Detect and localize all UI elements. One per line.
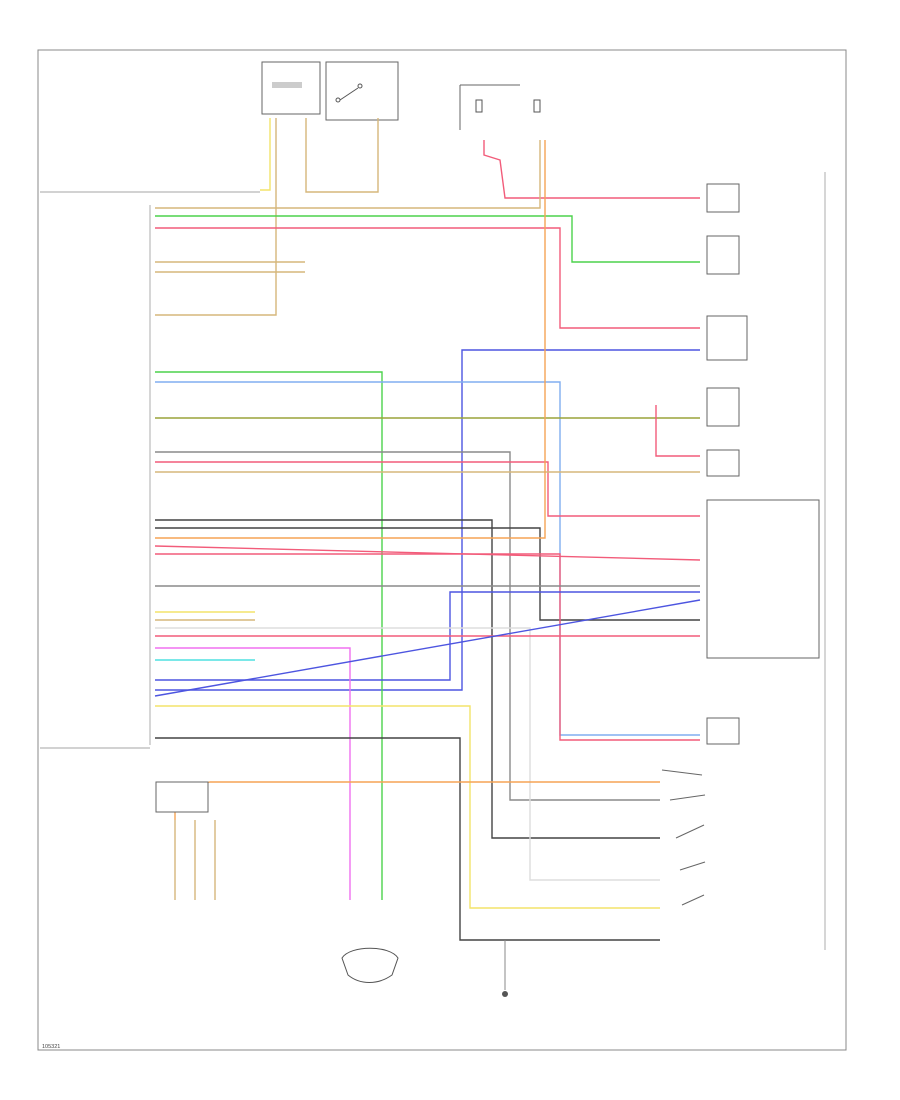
bottom-components bbox=[155, 781, 508, 997]
diagram-frame bbox=[37, 49, 847, 1051]
range-switch-contacts bbox=[661, 769, 706, 906]
wire-harness bbox=[154, 118, 701, 941]
footer-code: 105321 bbox=[42, 1044, 60, 1050]
right-components bbox=[706, 172, 826, 950]
transmission-control-module bbox=[40, 205, 151, 749]
body-control-module bbox=[261, 61, 321, 115]
fuse-block bbox=[459, 84, 541, 130]
ignition-switch bbox=[325, 61, 399, 121]
